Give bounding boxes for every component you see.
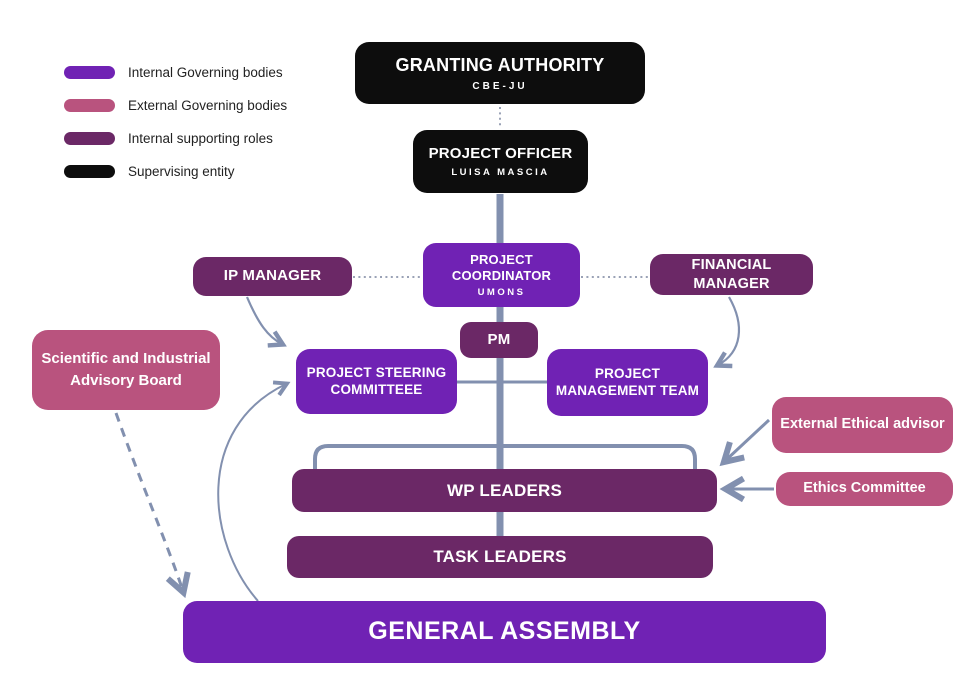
node-title: PROJECT STEERING COMMITTEEE — [306, 364, 447, 397]
node-project-management-team: PROJECT MANAGEMENT TEAM — [547, 349, 708, 416]
node-title: TASK LEADERS — [433, 547, 567, 567]
node-title: FINANCIAL MANAGER — [691, 257, 772, 292]
node-pm: PM — [460, 322, 538, 358]
node-title: Scientific and Industrial Advisory Board — [41, 349, 211, 390]
arrow-assembly-to-steering — [217, 380, 291, 602]
node-title: PM — [487, 330, 511, 348]
legend-item-external-governing: External Governing bodies — [64, 99, 287, 112]
legend-item-internal-supporting: Internal supporting roles — [64, 132, 287, 145]
node-project-officer: PROJECT OFFICER LUISA MASCIA — [413, 130, 588, 193]
node-scientific-industrial-advisory-board: Scientific and Industrial Advisory Board — [32, 330, 220, 410]
node-title: GRANTING AUTHORITY — [395, 55, 605, 76]
legend-label: External Governing bodies — [128, 98, 288, 113]
node-subtitle: LUISA MASCIA — [451, 166, 550, 178]
arrow-advisory-to-assembly-dashed — [114, 412, 191, 599]
legend-swatch-external-governing — [64, 99, 115, 112]
legend-swatch-internal-governing — [64, 66, 115, 79]
connector-bracket-wp-leaders — [313, 444, 697, 470]
legend: Internal Governing bodies External Gover… — [64, 66, 287, 178]
node-title: WP LEADERS — [446, 480, 563, 500]
node-subtitle: UMONS — [477, 287, 526, 299]
node-title: IP MANAGER — [223, 267, 322, 285]
node-title: PROJECT COORDINATOR — [451, 251, 552, 283]
legend-label: Internal supporting roles — [128, 131, 273, 146]
node-title: PROJECT MANAGEMENT TEAM — [555, 365, 700, 398]
node-general-assembly: GENERAL ASSEMBLY — [183, 601, 826, 663]
legend-swatch-internal-supporting — [64, 132, 115, 145]
node-project-coordinator: PROJECT COORDINATOR UMONS — [423, 243, 580, 307]
legend-item-internal-governing: Internal Governing bodies — [64, 66, 287, 79]
node-title: PROJECT OFFICER — [428, 145, 573, 163]
node-ip-manager: IP MANAGER — [193, 257, 352, 296]
arrow-ip-manager-to-steering — [245, 296, 287, 348]
legend-label: Internal Governing bodies — [128, 65, 283, 80]
node-title: External Ethical advisor — [780, 416, 945, 433]
node-project-steering-committee: PROJECT STEERING COMMITTEEE — [296, 349, 457, 414]
arrow-financial-to-management — [713, 296, 741, 369]
node-title: Ethics Committee — [803, 480, 926, 497]
node-wp-leaders: WP LEADERS — [292, 469, 717, 512]
node-granting-authority: GRANTING AUTHORITY CBE-JU — [355, 42, 645, 104]
node-subtitle: CBE-JU — [472, 80, 528, 92]
node-financial-manager: FINANCIAL MANAGER — [650, 254, 813, 295]
node-title: GENERAL ASSEMBLY — [368, 617, 641, 646]
node-external-ethical-advisor: External Ethical advisor — [772, 397, 953, 453]
node-ethics-committee: Ethics Committee — [776, 472, 953, 506]
legend-label: Supervising entity — [128, 164, 235, 179]
legend-item-supervising: Supervising entity — [64, 165, 287, 178]
legend-swatch-supervising — [64, 165, 115, 178]
node-task-leaders: TASK LEADERS — [287, 536, 713, 578]
arrow-external-ethical-to-wp — [719, 418, 771, 467]
